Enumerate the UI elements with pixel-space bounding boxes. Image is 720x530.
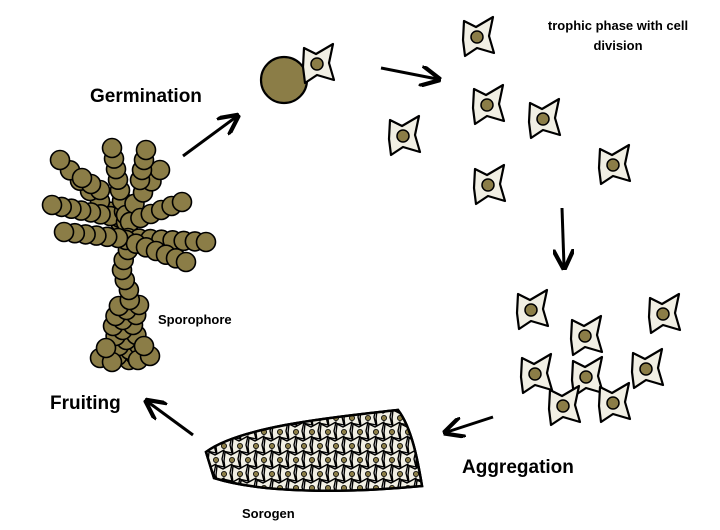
arrow-to-fruiting [148,402,194,437]
amoeba-cell-icon [387,114,422,157]
spore-icon [95,337,117,359]
amoeba-cell-icon [301,42,336,85]
spore-icon [101,137,123,159]
amoeba-cell-icon [597,143,632,186]
spore-icon [71,167,93,189]
arrow-to-trophic [380,68,437,79]
sorogen [204,408,424,492]
sporophore [41,137,217,373]
spore-icon [171,191,193,213]
spore-icon [133,335,155,357]
spore-icon [195,231,217,253]
spore-icon [41,194,63,216]
amoeba-cell-icon [207,421,225,442]
amoeba-cell-icon [515,288,550,331]
amoeba-cell-icon [415,421,422,442]
spore-icon [49,149,71,171]
amoeba-cell-icon [231,410,249,428]
germinating-spore [259,42,336,105]
germination-label: Germination [90,86,202,107]
spore-icon [53,221,75,243]
spore-icon [259,55,309,105]
amoeba-cell-icon [407,410,422,428]
amoeba-cell-icon [471,83,506,126]
amoeba-cell-icon [461,15,496,58]
amoeba-cell-icon [247,410,265,428]
sorogen-label: Sorogen [242,506,295,521]
aggregation-label: Aggregation [462,457,574,478]
amoeba-cell-icon [547,384,582,427]
amoeba-cell-icon [472,163,507,206]
sporophore-label: Sporophore [158,312,232,327]
arrow-to-aggregation [562,207,564,266]
amoeba-cell-icon [206,410,217,428]
arrow-to-sorogen [447,415,494,432]
fruiting-label: Fruiting [50,393,121,414]
aggregation-cells [515,288,682,427]
amoeba-cell-icon [630,347,665,390]
arrow-to-germination [182,117,236,158]
amoeba-cell-icon [215,410,233,428]
spore-icon [135,139,157,161]
spore-icon [175,251,197,273]
amoeba-cell-icon [263,410,281,428]
amoeba-cell-icon [569,314,604,357]
amoeba-cell-icon [519,352,554,395]
amoeba-cell-icon [527,97,562,140]
amoeba-cell-icon [647,292,682,335]
amoeba-cell-icon [597,381,632,424]
trophic-phase-label: trophic phase with cell division [547,18,689,53]
